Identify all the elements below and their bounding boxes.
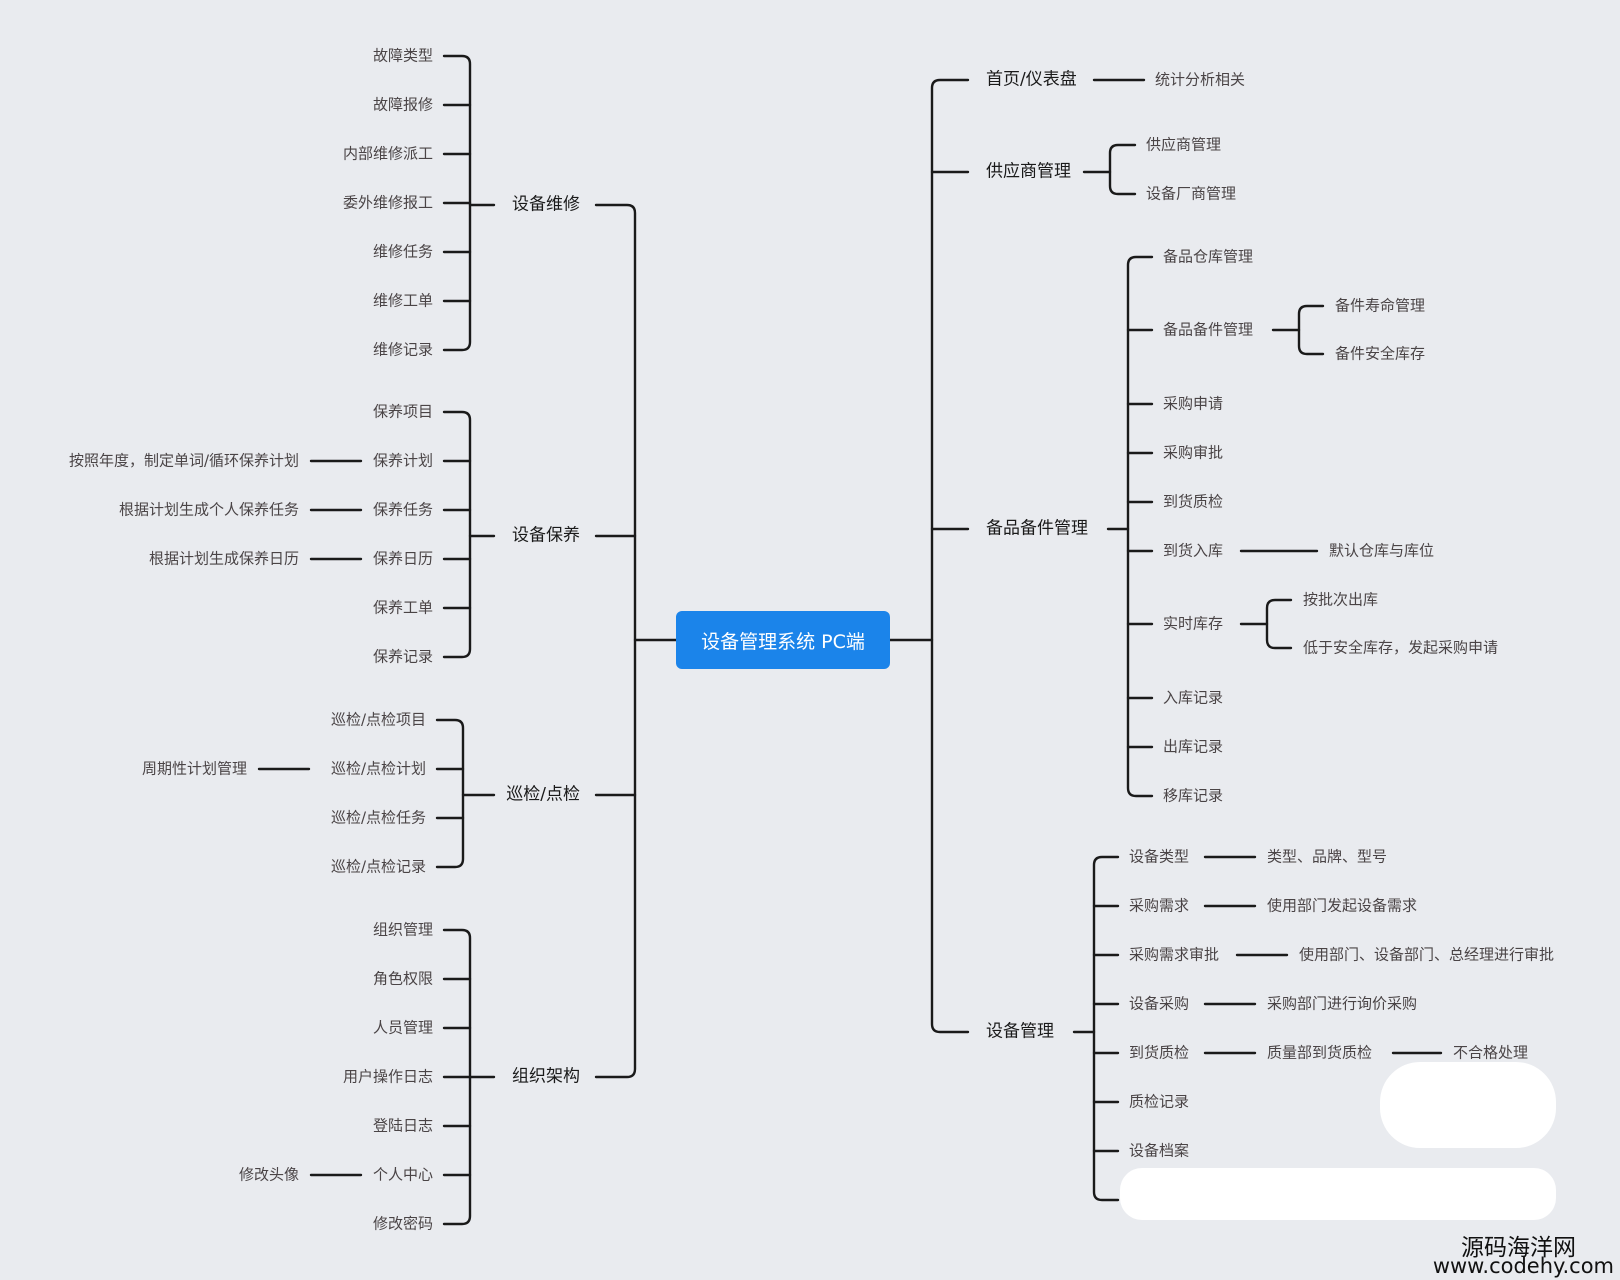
leaf-item[interactable]: 故障报修 [372, 95, 433, 114]
leaf-item[interactable]: 保养日历 [372, 549, 433, 568]
leaf-item[interactable]: 巡检/点检任务 [330, 808, 426, 827]
child-bracket [442, 410, 472, 659]
leaf-item[interactable]: 维修工单 [372, 291, 433, 310]
branch-4[interactable]: 组织架构 [512, 1066, 580, 1087]
leaf-note[interactable]: 修改头像 [238, 1165, 299, 1184]
leaf-item[interactable]: 统计分析相关 [1155, 70, 1246, 89]
branch-7[interactable]: 备品备件管理 [986, 518, 1088, 539]
watermark-title: 源码海洋网 [1461, 1235, 1576, 1261]
leaf-note[interactable]: 按照年度，制定单词/循环保养计划 [68, 451, 299, 470]
leaf-item[interactable]: 维修记录 [372, 340, 433, 359]
root-node[interactable]: 设备管理系统 PC端 [676, 611, 890, 669]
watermark-url: www.codehy.com [1432, 1254, 1614, 1278]
leaf-item[interactable]: 维修任务 [372, 242, 433, 261]
sub-bracket [1297, 304, 1325, 356]
leaf-item[interactable]: 保养记录 [372, 647, 433, 666]
leaf-item[interactable]: 内部维修派工 [342, 144, 433, 163]
leaf-item[interactable]: 出库记录 [1163, 737, 1224, 756]
leaf-note[interactable]: 根据计划生成个人保养任务 [118, 500, 299, 519]
leaf-item[interactable]: 移库记录 [1163, 786, 1224, 805]
leaf-sub[interactable]: 备件寿命管理 [1335, 296, 1426, 315]
leaf-item[interactable]: 质检记录 [1129, 1092, 1190, 1111]
leaf-item[interactable]: 设备档案 [1129, 1141, 1190, 1160]
leaf-item[interactable]: 实时库存 [1163, 614, 1224, 633]
leaf-item[interactable]: 个人中心 [372, 1165, 433, 1184]
leaf-sub[interactable]: 不合格处理 [1453, 1043, 1529, 1062]
branch-3[interactable]: 巡检/点检 [506, 784, 580, 805]
leaf-item[interactable]: 到货质检 [1129, 1043, 1190, 1062]
leaf-item[interactable]: 修改密码 [372, 1214, 433, 1233]
leaf-sub[interactable]: 按批次出库 [1303, 590, 1379, 609]
leaf-item[interactable]: 到货入库 [1163, 541, 1224, 560]
leaf-item[interactable]: 巡检/点检计划 [330, 759, 426, 778]
leaf-item[interactable]: 组织管理 [372, 920, 433, 939]
leaf-note[interactable]: 根据计划生成保养日历 [148, 549, 299, 568]
right-trunk [930, 78, 970, 1034]
leaf-sub[interactable]: 类型、品牌、型号 [1267, 847, 1388, 866]
leaf-item[interactable]: 用户操作日志 [342, 1067, 433, 1086]
leaf-item[interactable]: 设备厂商管理 [1146, 184, 1237, 203]
leaf-item[interactable]: 采购需求 [1129, 896, 1190, 915]
leaf-sub[interactable]: 使用部门、设备部门、总经理进行审批 [1299, 945, 1555, 964]
child-bracket [1108, 143, 1137, 196]
leaf-item[interactable]: 巡检/点检记录 [330, 857, 426, 876]
child-bracket [1092, 855, 1120, 1202]
leaf-item[interactable]: 采购申请 [1163, 394, 1224, 413]
leaf-item[interactable]: 保养工单 [372, 598, 433, 617]
leaf-item[interactable]: 登陆日志 [372, 1116, 433, 1135]
leaf-sub[interactable]: 使用部门发起设备需求 [1267, 896, 1418, 915]
branch-8[interactable]: 设备管理 [986, 1021, 1054, 1042]
sub-bracket [1265, 598, 1293, 650]
leaf-sub[interactable]: 默认仓库与库位 [1329, 541, 1435, 560]
leaf-item[interactable]: 角色权限 [372, 969, 433, 988]
branch-1[interactable]: 设备维修 [512, 194, 580, 215]
leaf-item[interactable]: 委外维修报工 [342, 193, 433, 212]
leaf-sub[interactable]: 备件安全库存 [1335, 344, 1426, 363]
leaf-note[interactable]: 周期性计划管理 [141, 759, 247, 778]
leaf-item[interactable]: 备品仓库管理 [1163, 247, 1254, 266]
leaf-item[interactable]: 设备类型 [1129, 847, 1190, 866]
leaf-item[interactable]: 保养项目 [372, 402, 433, 421]
branch-2[interactable]: 设备保养 [512, 525, 580, 546]
leaf-item[interactable]: 采购审批 [1163, 443, 1224, 462]
leaf-sub[interactable]: 质量部到货质检 [1267, 1043, 1373, 1062]
leaf-item[interactable]: 保养任务 [372, 500, 433, 519]
leaf-item[interactable]: 备品备件管理 [1163, 320, 1254, 339]
branch-6[interactable]: 供应商管理 [986, 161, 1071, 182]
left-trunk [594, 203, 637, 1079]
leaf-item[interactable]: 保养计划 [372, 451, 433, 470]
leaf-sub[interactable]: 低于安全库存，发起采购申请 [1303, 638, 1499, 657]
leaf-item[interactable]: 故障类型 [372, 46, 433, 65]
leaf-item[interactable]: 入库记录 [1163, 688, 1224, 707]
child-bracket [1126, 255, 1154, 798]
leaf-item[interactable]: 巡检/点检项目 [330, 710, 426, 729]
leaf-item[interactable]: 供应商管理 [1146, 135, 1222, 154]
branch-5[interactable]: 首页/仪表盘 [986, 69, 1077, 90]
erased-area [1380, 1062, 1556, 1148]
leaf-item[interactable]: 人员管理 [372, 1018, 433, 1037]
child-bracket [435, 718, 465, 869]
leaf-sub[interactable]: 采购部门进行询价采购 [1267, 994, 1418, 1013]
leaf-item[interactable]: 设备采购 [1129, 994, 1190, 1013]
erased-area [1120, 1168, 1556, 1220]
leaf-item[interactable]: 采购需求审批 [1129, 945, 1220, 964]
leaf-item[interactable]: 到货质检 [1163, 492, 1224, 511]
